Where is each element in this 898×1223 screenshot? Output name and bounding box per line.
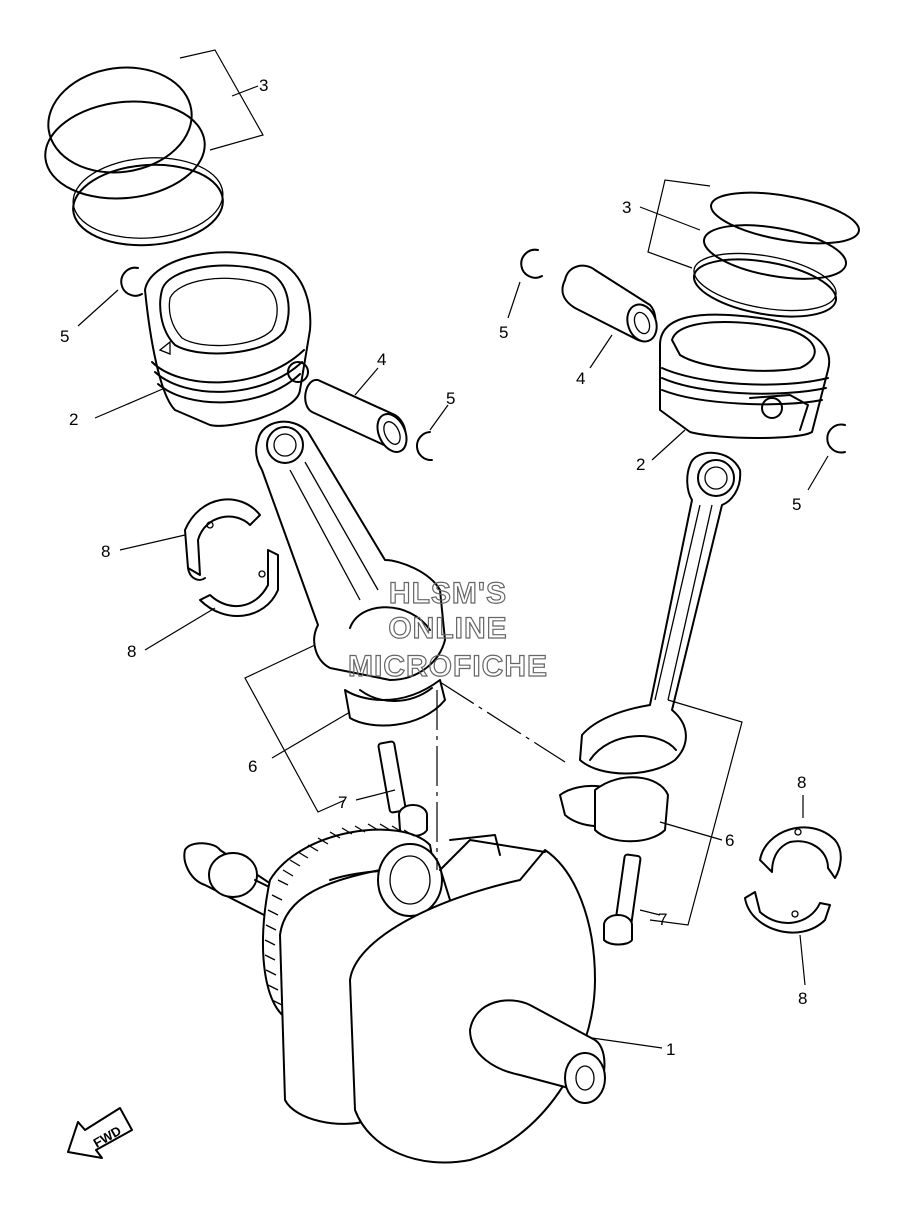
callout-clip-right-a[interactable]: 5	[499, 323, 508, 342]
piston-rings-left[interactable]	[40, 58, 225, 250]
piston-pin-clip-left-b[interactable]	[415, 431, 433, 462]
leader-rings-right	[647, 179, 711, 269]
callout-bolt-right[interactable]: 7	[658, 910, 667, 929]
piston-pin-left[interactable]	[304, 379, 412, 457]
callout-rings-left[interactable]: 3	[259, 76, 268, 95]
callout-bearing-right-a[interactable]: 8	[797, 773, 806, 792]
connecting-rod-right[interactable]	[559, 451, 742, 843]
callout-clip-left-b[interactable]: 5	[446, 389, 455, 408]
watermark: HLSM'S ONLINE MICROFICHE	[347, 576, 548, 683]
callout-pin-right[interactable]: 4	[576, 369, 585, 388]
callout-bolt-left[interactable]: 7	[338, 793, 347, 812]
piston-pin-clip-left-a[interactable]	[120, 266, 143, 297]
callout-rings-right[interactable]: 3	[622, 198, 631, 217]
callout-bearing-left-b[interactable]: 8	[127, 642, 136, 661]
piston-pin-clip-right-b[interactable]	[826, 423, 846, 454]
bracket-rod-right	[649, 699, 743, 926]
bearing-left-a[interactable]	[184, 498, 261, 581]
piston-left[interactable]	[144, 251, 312, 427]
bearing-right-b[interactable]	[744, 891, 831, 934]
callout-rod-right[interactable]: 6	[725, 831, 734, 850]
callout-crankshaft[interactable]: 1	[666, 1040, 675, 1059]
watermark-line-1: HLSM'S	[389, 577, 507, 610]
watermark-line-2: ONLINE	[388, 612, 507, 645]
callout-pin-left[interactable]: 4	[377, 350, 386, 369]
callout-piston-left[interactable]: 2	[69, 410, 78, 429]
leader-rings-left	[179, 49, 264, 151]
callout-bearing-right-b[interactable]: 8	[798, 989, 807, 1008]
piston-pin-clip-right-a[interactable]	[520, 248, 543, 279]
crankshaft[interactable]	[183, 823, 606, 1164]
callout-rod-left[interactable]: 6	[248, 757, 257, 776]
bracket-rod-left	[244, 644, 346, 813]
piston-pin-right[interactable]	[561, 264, 661, 346]
piston-right[interactable]	[659, 313, 831, 439]
fwd-arrow-icon	[67, 1107, 133, 1159]
connecting-rod-left[interactable]	[255, 420, 446, 727]
watermark-line-3: MICROFICHE	[348, 650, 548, 683]
callout-clip-right-b[interactable]: 5	[792, 495, 801, 514]
callout-bearing-left-a[interactable]: 8	[101, 542, 110, 561]
callout-piston-right[interactable]: 2	[636, 455, 645, 474]
bearing-left-b[interactable]	[199, 549, 279, 617]
rod-bolt-right[interactable]	[603, 853, 642, 946]
callout-clip-left-a[interactable]: 5	[60, 327, 69, 346]
rod-bolt-left[interactable]	[377, 740, 428, 837]
bearing-right-a[interactable]	[759, 826, 842, 879]
piston-rings-right[interactable]	[690, 183, 863, 326]
